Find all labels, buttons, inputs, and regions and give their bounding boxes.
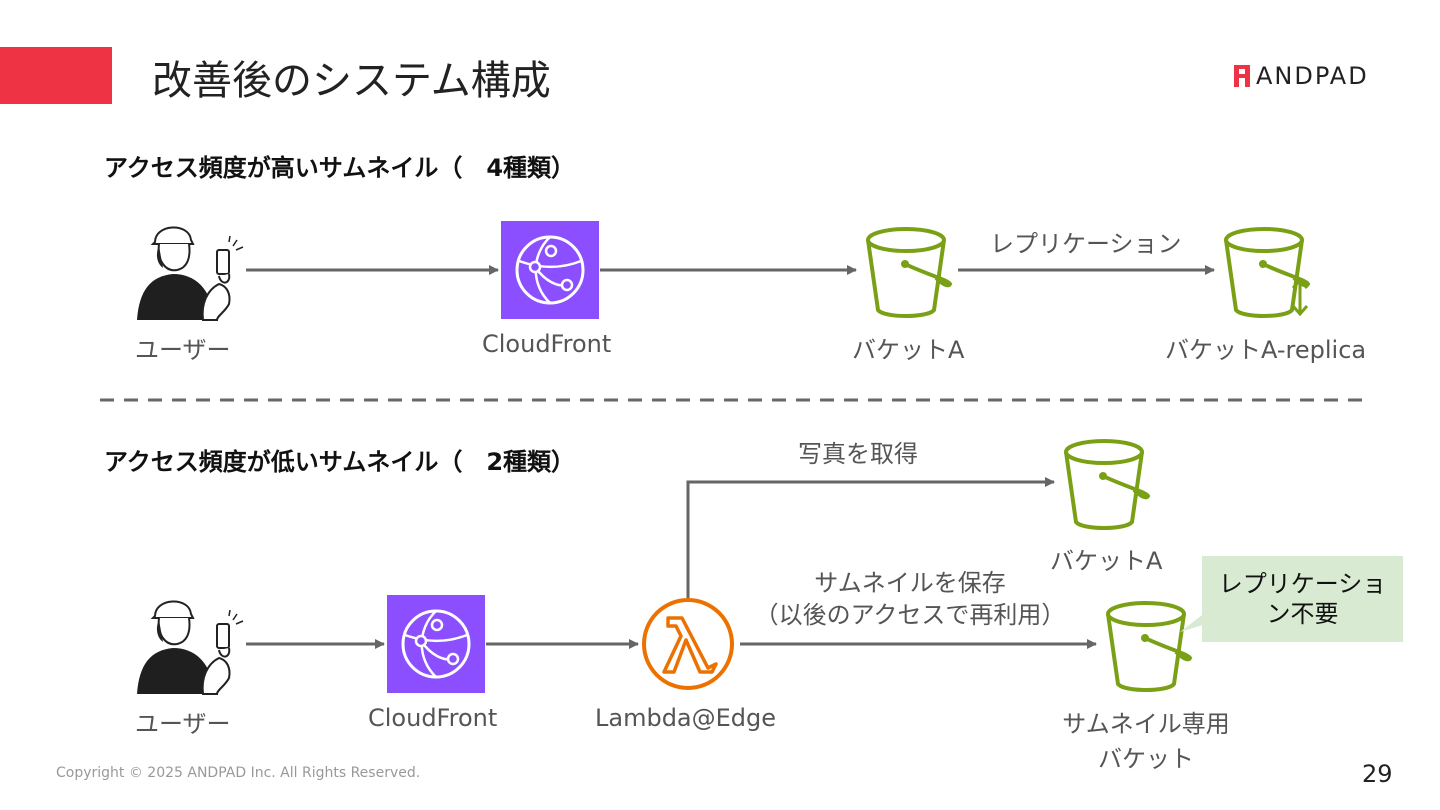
lambda-label: Lambda@Edge: [595, 704, 777, 732]
cloudfront-icon: [385, 593, 487, 695]
lambda-icon: [642, 598, 734, 690]
save-thumbnail-label-line1: サムネイルを保存: [814, 569, 1006, 597]
bucket-a-label: バケットA: [852, 336, 965, 364]
thumbnail-bucket-label-line1: サムネイル専用: [1062, 710, 1230, 738]
user-with-phone-icon: [136, 226, 244, 321]
bucket-a-label: バケットA: [1050, 547, 1163, 575]
copyright-footer: Copyright © 2025 ANDPAD Inc. All Rights …: [56, 765, 421, 781]
andpad-logo: ANDPAD: [1234, 62, 1369, 90]
save-thumbnail-label-line2: （以後のアクセスで再利用）: [754, 601, 1066, 629]
user-with-phone-icon: [136, 600, 244, 695]
note-line1: レプリケーショ: [1218, 570, 1387, 598]
cloudfront-label: CloudFront: [368, 704, 498, 732]
section-title-low: アクセス頻度が低いサムネイル（ 2種類）: [104, 448, 576, 476]
thumbnail-bucket-label: サムネイル専用 バケット: [1052, 704, 1240, 774]
page-number: 29: [1362, 760, 1393, 788]
s3-replica-bucket-icon: [1224, 227, 1310, 318]
andpad-logo-icon: [1234, 65, 1250, 87]
user-label: ユーザー: [135, 710, 231, 738]
logo-text: ANDPAD: [1256, 62, 1369, 90]
bucket-replica-label: バケットA-replica: [1165, 336, 1367, 364]
cloudfront-label: CloudFront: [482, 330, 612, 358]
save-thumbnail-label: サムネイルを保存 （以後のアクセスで再利用）: [740, 567, 1080, 631]
accent-bar: [0, 47, 112, 104]
cloudfront-icon: [499, 219, 601, 321]
note-line2: ン不要: [1266, 600, 1339, 628]
s3-bucket-icon: [1064, 439, 1150, 530]
arrow-lambda-to-bucket-a: [686, 477, 1055, 598]
s3-bucket-icon: [866, 227, 952, 318]
page-title: 改善後のシステム構成: [152, 58, 551, 104]
user-label: ユーザー: [135, 336, 231, 364]
replication-label: レプリケーション: [990, 230, 1182, 258]
thumbnail-bucket-label-line2: バケット: [1098, 745, 1194, 773]
section-title-high: アクセス頻度が高いサムネイル（ 4種類）: [104, 154, 576, 182]
note-pointer: [1180, 612, 1206, 632]
s3-thumbnail-bucket-icon: [1106, 601, 1192, 692]
no-replication-note: レプリケーショ ン不要: [1202, 556, 1403, 642]
fetch-photo-label: 写真を取得: [798, 440, 918, 468]
